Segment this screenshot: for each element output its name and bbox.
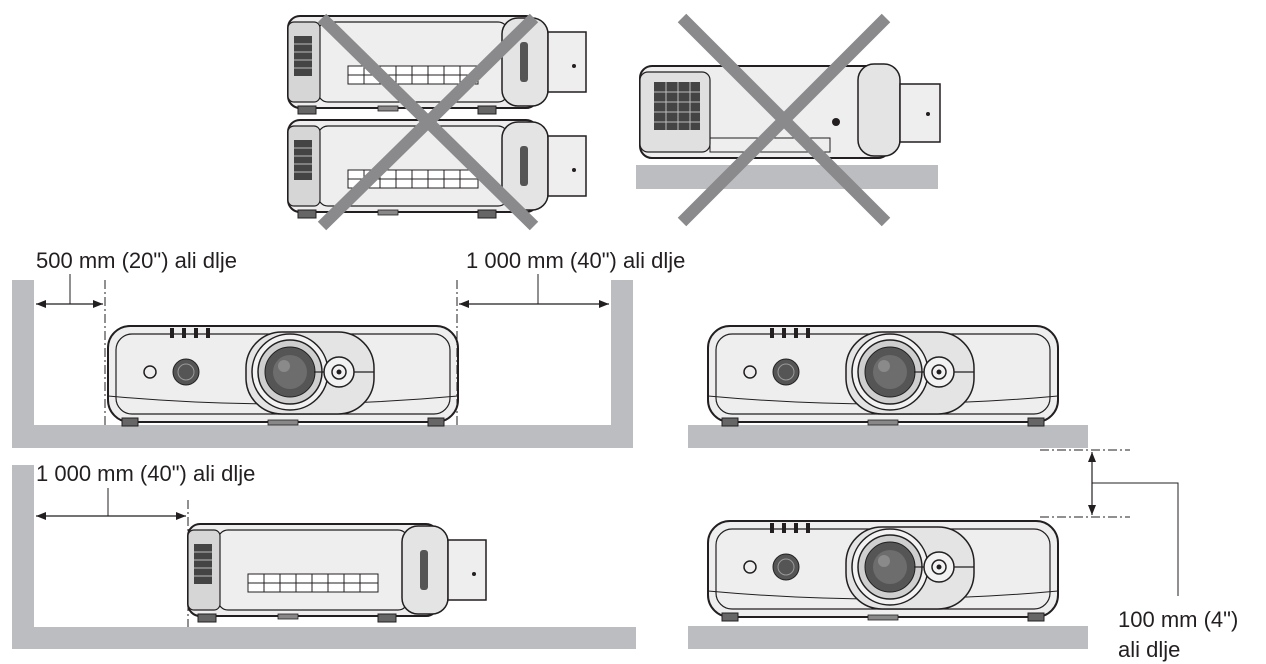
stacked-projectors-figure bbox=[287, 13, 587, 231]
side-clearance-label: 1 000 mm (40") ali dlje bbox=[36, 461, 255, 486]
lower-projector bbox=[707, 520, 1059, 622]
wall-and-floor bbox=[12, 465, 636, 649]
projector-on-side-figure bbox=[636, 13, 941, 227]
projector-side-view bbox=[187, 523, 487, 623]
side-clearance-arrow bbox=[36, 488, 186, 520]
side-clearance-figure: 1 000 mm (40") ali dlje bbox=[12, 461, 636, 649]
front-clearance-arrow bbox=[459, 274, 609, 308]
enclosure-walls bbox=[12, 280, 633, 448]
rear-clearance-label: 500 mm (20") ali dlje bbox=[36, 248, 237, 273]
front-rear-clearance-figure: 500 mm (20") ali dlje 1 000 mm (40") ali… bbox=[12, 248, 685, 448]
support-surface bbox=[636, 165, 938, 189]
vertical-clearance-figure: 100 mm (4") ali dlje bbox=[688, 325, 1238, 662]
front-clearance-label: 1 000 mm (40") ali dlje bbox=[466, 248, 685, 273]
vertical-clearance-label-line2: ali dlje bbox=[1118, 637, 1180, 662]
prohibited-cross-icon bbox=[317, 13, 539, 231]
lower-shelf bbox=[688, 626, 1088, 649]
vertical-clearance-label-line1: 100 mm (4") bbox=[1118, 607, 1238, 632]
upper-projector bbox=[707, 325, 1059, 427]
vertical-clearance-arrow bbox=[1088, 452, 1179, 596]
projector-front-view bbox=[107, 325, 459, 427]
rear-clearance-arrow bbox=[36, 274, 103, 308]
prohibited-cross-icon bbox=[677, 13, 891, 227]
upper-shelf bbox=[688, 425, 1088, 448]
